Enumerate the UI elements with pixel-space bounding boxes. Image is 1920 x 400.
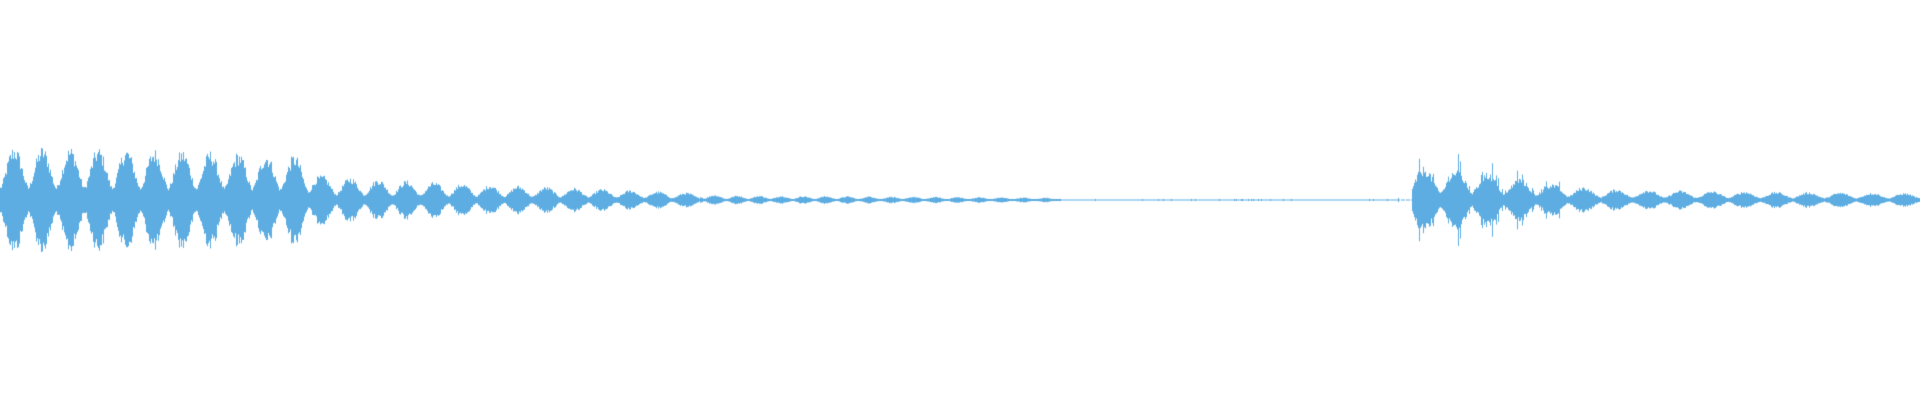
waveform-canvas[interactable] — [0, 0, 1920, 400]
audio-waveform[interactable] — [0, 0, 1920, 400]
